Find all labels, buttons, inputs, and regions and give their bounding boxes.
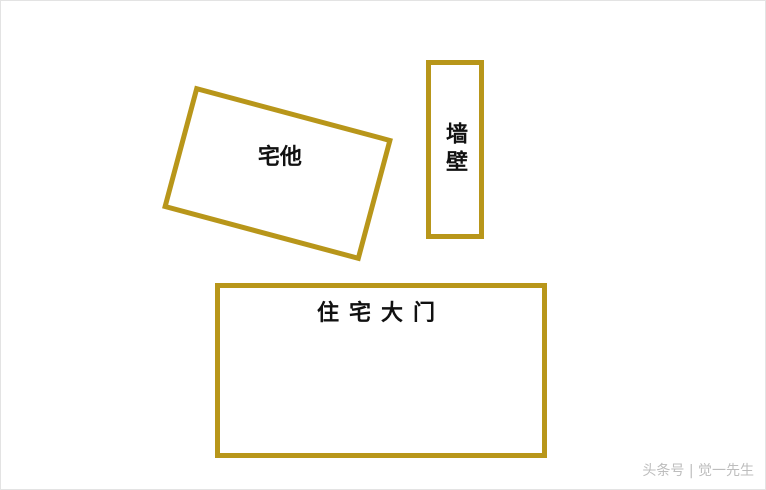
wall-label: 墙壁 [442,121,468,178]
main-door-label: 住宅大门 [316,300,445,326]
wall-box: 墙壁 [426,60,484,239]
other-house-label: 他宅 [253,144,302,179]
watermark-text: 头条号 | 觉一先生 [642,463,754,479]
main-door-box: 住宅大门 [215,283,547,458]
